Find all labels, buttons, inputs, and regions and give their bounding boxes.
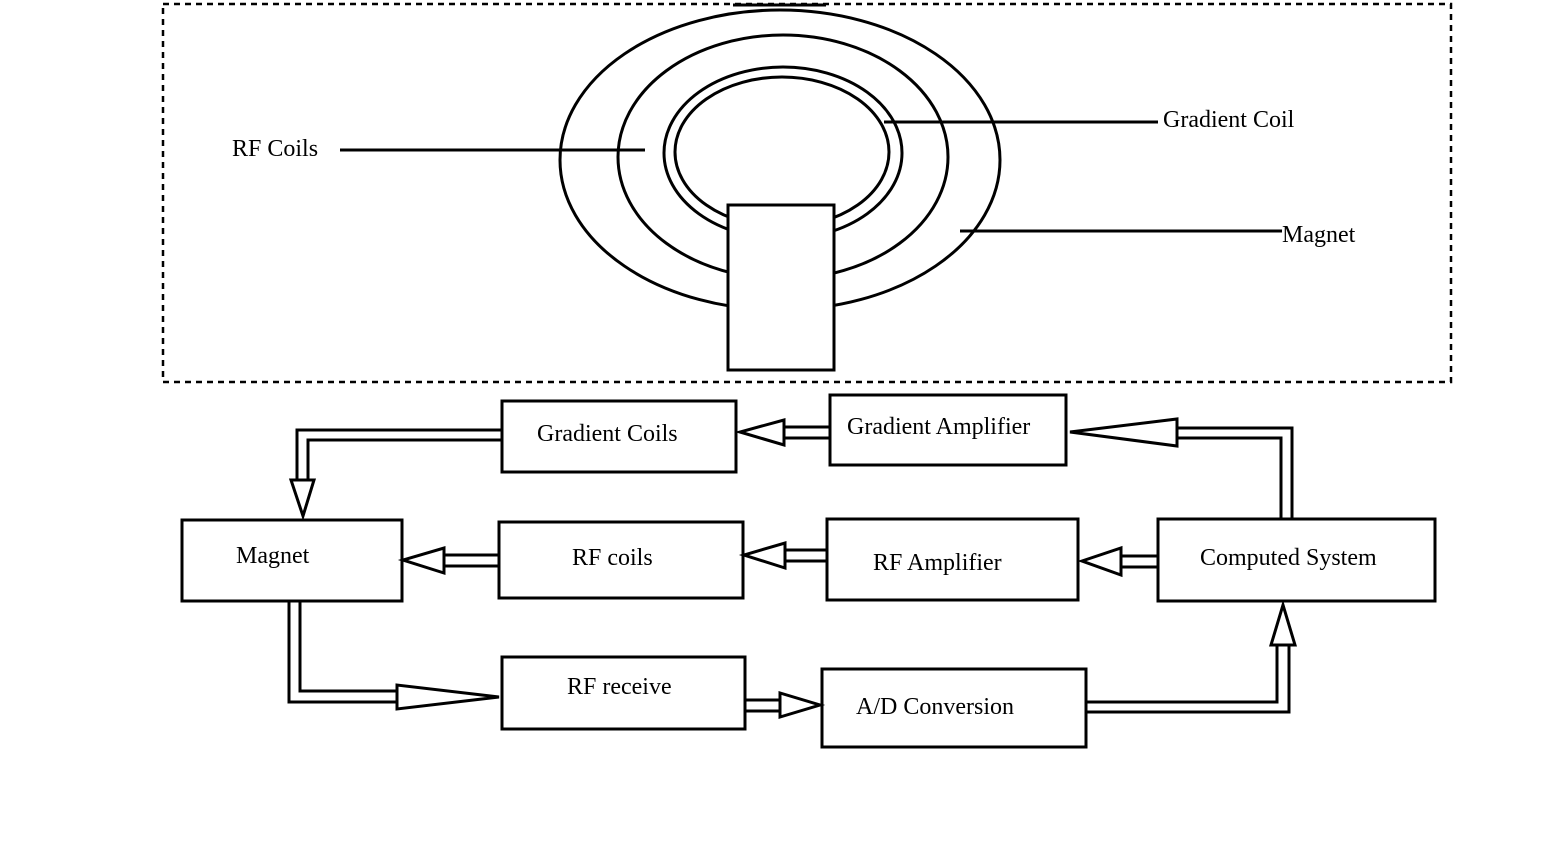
ad-conversion-label: A/D Conversion	[856, 694, 1014, 720]
rf-receive-label: RF receive	[567, 674, 672, 700]
arrow-gradient-coils-to-magnet	[288, 428, 502, 521]
patient-table	[726, 203, 836, 372]
rf-amplifier-box	[825, 517, 1080, 602]
block-boxes	[180, 393, 1437, 749]
gradient-coil-label: Gradient Coil	[1163, 107, 1295, 133]
gradient-coils-box	[500, 399, 738, 474]
rf-coils-box	[497, 520, 745, 600]
computed-system-label: Computed System	[1200, 545, 1377, 571]
magnet-block-label: Magnet	[236, 543, 310, 569]
rf-amplifier-label: RF Amplifier	[873, 550, 1002, 576]
gradient-coils-label: Gradient Coils	[537, 421, 678, 447]
ad-conversion-box	[820, 667, 1088, 749]
gradient-amplifier-label: Gradient Amplifier	[847, 414, 1030, 440]
flow-arrows	[287, 417, 1298, 720]
arrow-computed-to-rf-amplifier	[1077, 545, 1158, 578]
arrow-gradient-amplifier-to-coils	[734, 418, 830, 448]
gradient-amplifier-box	[828, 393, 1068, 467]
arrow-magnet-to-rf-receive	[287, 601, 500, 711]
rf-coils-block-label: RF coils	[572, 545, 653, 571]
arrow-rf-receive-to-ad	[745, 690, 826, 720]
computed-system-box	[1156, 517, 1437, 603]
arrow-rf-amplifier-to-rf-coils	[738, 540, 827, 571]
arrow-ad-to-computed	[1086, 599, 1298, 714]
magnet-label: Magnet	[1282, 222, 1356, 248]
rf-coils-label: RF Coils	[232, 136, 318, 162]
arrow-rf-coils-to-magnet	[397, 545, 499, 576]
scanner-illustration: RF Coils Gradient Coil Magnet	[161, 2, 1453, 384]
arrow-computed-to-gradient-amplifier	[1069, 417, 1294, 519]
magnet-box	[180, 518, 404, 603]
block-labels: Gradient Coils Gradient Amplifier Magnet…	[236, 414, 1377, 720]
rf-receive-box	[500, 655, 747, 731]
